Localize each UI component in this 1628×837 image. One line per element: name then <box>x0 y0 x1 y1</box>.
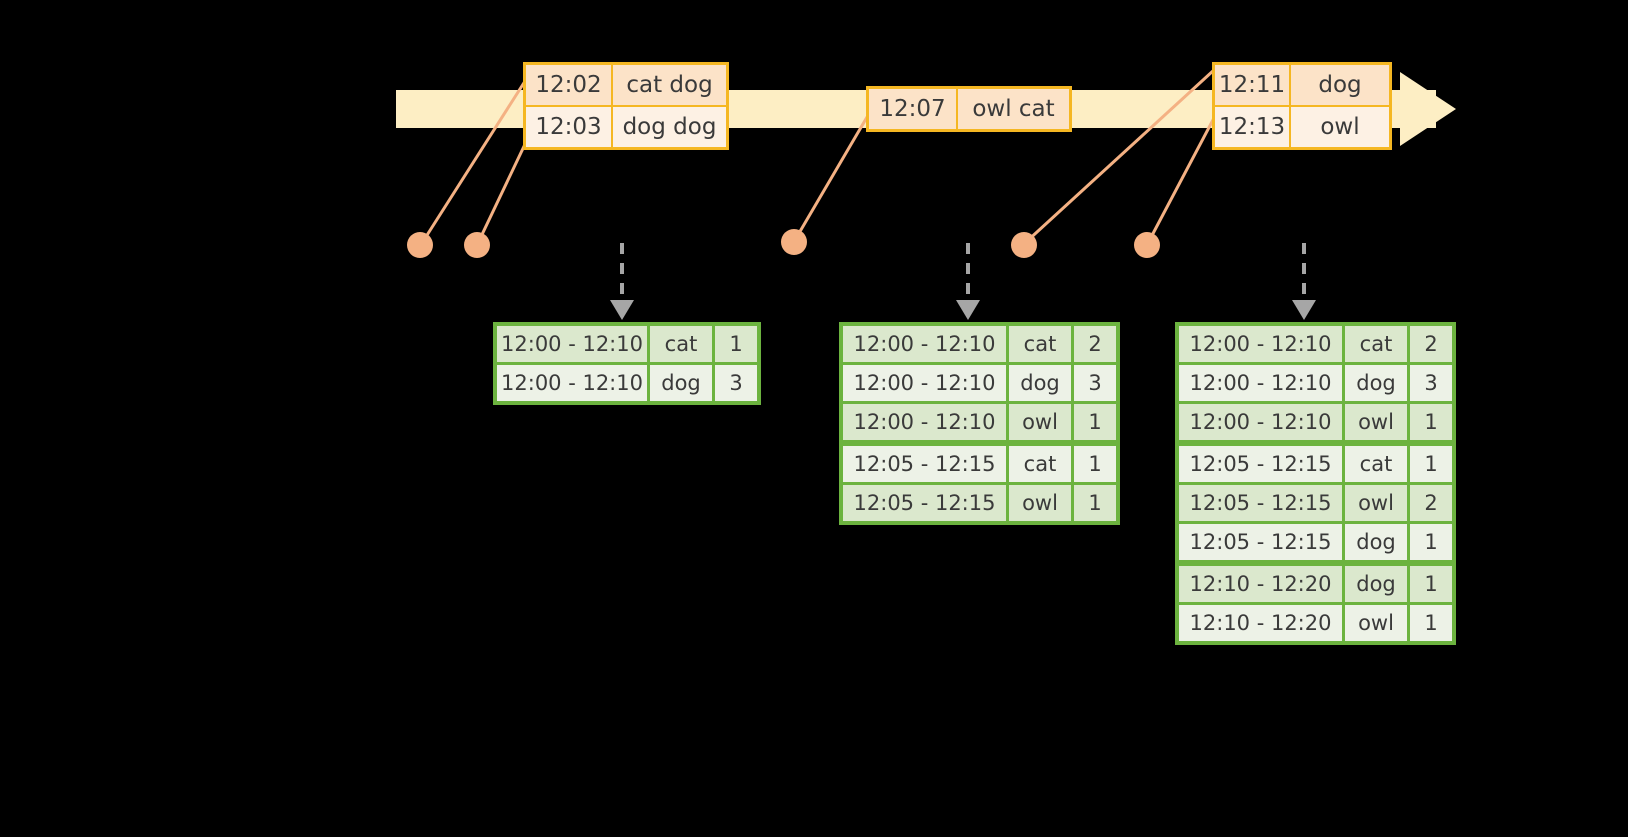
key-cell: cat <box>1345 446 1407 482</box>
window-cell: 12:00 - 12:10 <box>843 404 1006 440</box>
key-cell: owl <box>1009 404 1071 440</box>
count-cell: 1 <box>1074 446 1116 482</box>
window-cell: 12:05 - 12:15 <box>1179 446 1342 482</box>
window-cell: 12:05 - 12:15 <box>1179 485 1342 521</box>
window-cell: 12:00 - 12:10 <box>497 326 647 362</box>
event-value: cat dog <box>613 65 726 105</box>
window-cell: 12:00 - 12:10 <box>1179 404 1342 440</box>
key-cell: owl <box>1009 485 1071 521</box>
count-cell: 1 <box>1410 404 1452 440</box>
key-cell: dog <box>1009 365 1071 401</box>
dashed-arrow-heads <box>610 300 1316 320</box>
window-cell: 12:10 - 12:20 <box>1179 605 1342 641</box>
count-cell: 1 <box>1410 605 1452 641</box>
key-cell: cat <box>1009 446 1071 482</box>
count-cell: 3 <box>1074 365 1116 401</box>
event-row: 12:03 dog dog <box>526 105 726 147</box>
key-cell: cat <box>1009 326 1071 362</box>
event-value: owl <box>1291 107 1389 147</box>
event-value: dog dog <box>613 107 726 147</box>
window-cell: 12:00 - 12:10 <box>843 365 1006 401</box>
event-time: 12:11 <box>1215 65 1291 105</box>
key-cell: dog <box>1345 365 1407 401</box>
key-cell: dog <box>1345 566 1407 602</box>
connector-dots <box>407 229 1160 258</box>
count-cell: 1 <box>1410 566 1452 602</box>
event-time: 12:07 <box>869 89 958 129</box>
dashed-arrows <box>620 243 1306 300</box>
count-cell: 1 <box>1074 485 1116 521</box>
count-cell: 1 <box>1074 404 1116 440</box>
event-row: 12:11 dog <box>1215 65 1389 105</box>
event-value: owl cat <box>958 89 1069 129</box>
window-cell: 12:10 - 12:20 <box>1179 566 1342 602</box>
key-cell: owl <box>1345 605 1407 641</box>
window-cell: 12:05 - 12:15 <box>1179 524 1342 560</box>
key-cell: dog <box>650 365 712 401</box>
event-row: 12:13 owl <box>1215 105 1389 147</box>
count-cell: 2 <box>1410 485 1452 521</box>
window-cell: 12:00 - 12:10 <box>843 326 1006 362</box>
event-time: 12:02 <box>526 65 613 105</box>
count-cell: 2 <box>1074 326 1116 362</box>
key-cell: cat <box>1345 326 1407 362</box>
window-cell: 12:00 - 12:10 <box>1179 365 1342 401</box>
count-cell: 1 <box>715 326 757 362</box>
window-cell: 12:05 - 12:15 <box>843 485 1006 521</box>
event-time: 12:13 <box>1215 107 1291 147</box>
key-cell: owl <box>1345 404 1407 440</box>
count-cell: 2 <box>1410 326 1452 362</box>
window-cell: 12:00 - 12:10 <box>497 365 647 401</box>
event-box-3[interactable]: 12:11 dog 12:13 owl <box>1212 62 1392 150</box>
count-cell: 3 <box>1410 365 1452 401</box>
window-cell: 12:00 - 12:10 <box>1179 326 1342 362</box>
key-cell: cat <box>650 326 712 362</box>
window-cell: 12:05 - 12:15 <box>843 446 1006 482</box>
event-box-1[interactable]: 12:02 cat dog 12:03 dog dog <box>523 62 729 150</box>
key-cell: owl <box>1345 485 1407 521</box>
event-value: dog <box>1291 65 1389 105</box>
event-row: 12:07 owl cat <box>869 89 1069 129</box>
count-cell: 1 <box>1410 524 1452 560</box>
count-cell: 1 <box>1410 446 1452 482</box>
event-box-2[interactable]: 12:07 owl cat <box>866 86 1072 132</box>
count-cell: 3 <box>715 365 757 401</box>
key-cell: dog <box>1345 524 1407 560</box>
event-time: 12:03 <box>526 107 613 147</box>
event-row: 12:02 cat dog <box>526 65 726 105</box>
